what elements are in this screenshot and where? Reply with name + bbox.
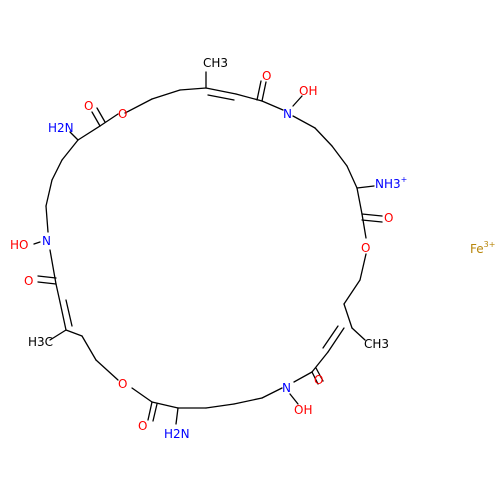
nitrogen-top: N — [283, 107, 292, 121]
bond — [175, 407, 179, 425]
bond — [356, 185, 375, 189]
ammonium-charge: + — [401, 175, 408, 184]
bond — [351, 327, 366, 341]
amine-topleft: H2N — [48, 121, 74, 135]
bond — [151, 401, 179, 409]
bond — [49, 249, 57, 285]
bond — [37, 281, 57, 285]
bond — [261, 81, 267, 102]
atom-labels: CH3 O N OH O O H2N HO N O H3C O O H2N N … — [10, 56, 495, 441]
methyl-right-label: CH3 — [364, 337, 389, 351]
bond — [205, 403, 235, 409]
methyl-top-label: CH3 — [203, 56, 228, 70]
amine-bottom: H2N — [164, 427, 190, 441]
carbonyl-oxygen-right: O — [384, 211, 393, 225]
bond — [45, 205, 49, 233]
bond — [292, 115, 316, 129]
methyl-left-label: H3C — [28, 335, 53, 349]
bond — [131, 387, 153, 403]
bond — [311, 351, 329, 373]
bond — [91, 111, 101, 127]
double-bond — [256, 80, 262, 101]
carbonyl-oxygen-left: O — [24, 274, 33, 288]
bond — [331, 145, 348, 167]
bond — [81, 335, 97, 361]
double-bond — [152, 403, 158, 422]
bond — [179, 87, 207, 91]
double-bond — [37, 275, 57, 279]
bond — [261, 100, 284, 111]
bond — [77, 125, 101, 141]
bond — [361, 213, 367, 239]
bond — [343, 279, 361, 305]
bond — [124, 98, 153, 114]
iron-ion: Fe3+ — [470, 240, 495, 256]
nitrogen-bottom: N — [282, 381, 291, 395]
bond — [49, 329, 67, 341]
bond — [314, 127, 333, 147]
bond — [261, 387, 283, 399]
bond — [289, 393, 299, 405]
double-bond — [361, 219, 383, 223]
carbonyl-oxygen-bottom: O — [138, 419, 147, 433]
bond — [33, 241, 41, 245]
ammonium-label: NH3 — [375, 177, 401, 191]
nitrogen-left: N — [42, 234, 51, 248]
ester-oxygen-top: O — [118, 107, 127, 121]
bond — [147, 401, 153, 421]
bond — [59, 301, 67, 331]
bond — [233, 397, 263, 405]
double-bond — [207, 94, 235, 101]
ring-bonds — [33, 71, 383, 425]
bond — [311, 371, 319, 385]
bond — [99, 113, 119, 127]
bond — [55, 283, 61, 303]
bond — [151, 89, 181, 100]
hydroxyl-top: OH — [299, 84, 317, 98]
ammonium-right: NH3+ — [375, 175, 407, 191]
double-bond — [65, 299, 73, 327]
hydroxyl-left: HO — [10, 238, 28, 252]
bond — [327, 327, 345, 353]
bond — [293, 371, 313, 383]
double-bond — [322, 325, 339, 349]
bond — [65, 329, 83, 337]
bond — [205, 87, 237, 95]
double-bond — [315, 367, 324, 382]
bond — [359, 253, 367, 281]
bond — [361, 213, 383, 217]
ester-oxygen-right: O — [361, 241, 370, 255]
bond — [346, 165, 358, 189]
ester-oxygen-bottom: O — [118, 377, 127, 391]
bond — [95, 359, 119, 381]
bond — [45, 179, 53, 207]
iron-charge: 3+ — [484, 240, 496, 249]
bond — [61, 139, 79, 161]
bond — [356, 187, 363, 215]
bond — [51, 159, 63, 181]
carbonyl-oxygen-top: O — [262, 69, 271, 83]
carbonyl-oxygen-bottomright: O — [314, 373, 323, 387]
iron-symbol: Fe — [470, 242, 484, 256]
hydroxyl-bottom: OH — [294, 403, 312, 417]
bond — [343, 303, 353, 329]
carbonyl-oxygen-topleft: O — [84, 99, 93, 113]
bond — [292, 95, 303, 107]
double-bond — [96, 107, 106, 123]
bond — [69, 131, 79, 141]
